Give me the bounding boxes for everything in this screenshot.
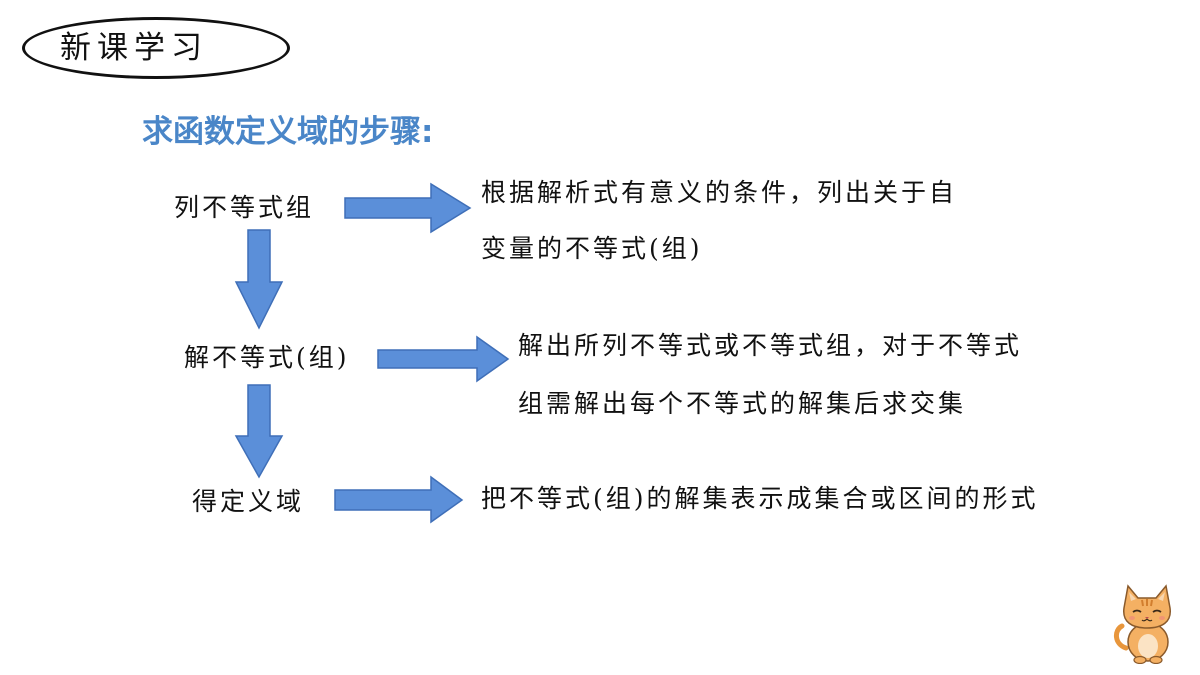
step-label-1: 列不等式组 — [174, 193, 315, 222]
step-label-2: 解不等式(组) — [184, 343, 350, 372]
right-arrow-step-3 — [334, 475, 464, 524]
step-2-description-line-2: 组需解出每个不等式的解集后求交集 — [518, 389, 967, 418]
section-badge — [22, 17, 290, 79]
step-2-description-line-1: 解出所列不等式或不等式组，对于不等式 — [518, 331, 1023, 360]
down-arrow-2 — [234, 384, 284, 479]
page-heading: 求函数定义域的步骤: — [142, 114, 434, 150]
step-1-description-line-1: 根据解析式有意义的条件，列出关于自 — [481, 178, 958, 207]
step-1-description-line-2: 变量的不等式(组) — [481, 234, 703, 263]
step-3-description: 把不等式(组)的解集表示成集合或区间的形式 — [481, 484, 1039, 513]
cat-mascot-icon — [1114, 584, 1171, 664]
right-arrow-step-1 — [344, 182, 472, 234]
step-label-3: 得定义域 — [192, 487, 305, 516]
right-arrow-step-2 — [377, 335, 510, 383]
section-badge-label: 新课学习 — [60, 30, 208, 66]
down-arrow-1 — [234, 229, 284, 330]
